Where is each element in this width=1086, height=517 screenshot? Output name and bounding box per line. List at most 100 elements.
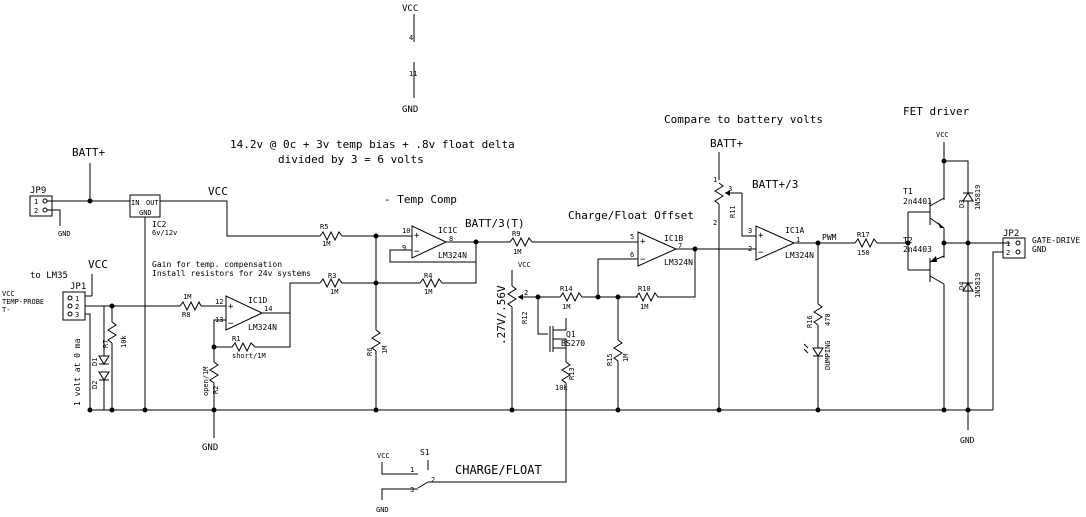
svg-text:−: − (758, 248, 764, 258)
jp9-section: JP9 1 2 GND BATT+ IN OUT GND IC2 6v/12v … (29, 146, 320, 413)
jp9-gnd-label: GND (58, 230, 71, 238)
svg-text:BS270: BS270 (561, 339, 585, 348)
svg-text:D3: D3 (958, 200, 966, 208)
svg-text:IN: IN (131, 199, 139, 207)
notes: 14.2v @ 0c + 3v temp bias + .8v float de… (152, 105, 970, 278)
svg-text:−: − (414, 247, 420, 257)
svg-text:LM324N: LM324N (785, 251, 814, 260)
svg-text:R13: R13 (568, 367, 576, 380)
svg-text:3: 3 (728, 185, 732, 193)
svg-text:IC1B: IC1B (664, 234, 683, 243)
resistor-r6: R6 1M (366, 236, 389, 413)
svg-text:10k: 10k (120, 335, 128, 348)
svg-text:6: 6 (630, 251, 634, 259)
resistors-r5-r3-r4: R5 1M R3 1M R4 1M (319, 223, 477, 296)
svg-text:1M: 1M (183, 293, 191, 301)
svg-text:VCC: VCC (518, 261, 531, 269)
resistor-r14-q1-r13: R14 1M Q1 BS270 R13 10k (428, 285, 638, 483)
svg-text:R14: R14 (560, 285, 573, 293)
svg-text:GND: GND (139, 209, 152, 217)
svg-text:1N5819: 1N5819 (974, 185, 982, 210)
charge-float-label: CHARGE/FLOAT (455, 463, 542, 477)
svg-text:OUT: OUT (146, 199, 159, 207)
opamp-ic1b: + − 5 6 7 IC1B LM324N R10 1M (597, 231, 756, 311)
jp9-connector (29, 195, 53, 217)
note-line1: 14.2v @ 0c + 3v temp bias + .8v float de… (230, 138, 515, 151)
svg-text:1M: 1M (381, 346, 389, 354)
svg-text:2n4401: 2n4401 (903, 197, 932, 206)
svg-text:.27V/.56V: .27V/.56V (495, 285, 508, 345)
switch-s1: VCC 1 S1 2 CHARGE/FLOAT 3 GND (376, 448, 542, 514)
svg-text:1M: 1M (622, 354, 630, 362)
svg-text:LM324N: LM324N (438, 251, 467, 260)
note-one-volt: 1 volt at 0 ma (73, 338, 82, 406)
svg-text:1: 1 (75, 295, 79, 303)
pot-r12: VCC 2 R12 .27V/.56V (495, 261, 541, 413)
jp1-connector (62, 291, 86, 321)
svg-text:−: − (228, 319, 234, 329)
resistor-r9: R9 1M (509, 230, 638, 256)
svg-text:R10: R10 (638, 285, 651, 293)
svg-text:R4: R4 (424, 272, 432, 280)
svg-text:1M: 1M (513, 248, 521, 256)
svg-text:10: 10 (402, 227, 410, 235)
svg-text:R7: R7 (102, 340, 110, 348)
opamp-power-pins: VCC 4 11 GND (402, 4, 418, 115)
ic2-spec: 6v/12v (152, 229, 177, 237)
svg-text:short/1M: short/1M (232, 352, 266, 360)
svg-text:R16: R16 (806, 315, 814, 328)
svg-text:470: 470 (824, 313, 832, 326)
svg-text:S1: S1 (420, 448, 430, 457)
svg-text:2: 2 (1006, 249, 1010, 257)
batt3-label: BATT+/3 (752, 178, 798, 191)
note-line2: divided by 3 = 6 volts (278, 153, 424, 166)
svg-text:R5: R5 (320, 223, 328, 231)
svg-text:2: 2 (431, 476, 435, 484)
svg-text:R6: R6 (366, 348, 374, 356)
svg-text:+: + (758, 231, 764, 241)
svg-text:1M: 1M (424, 288, 432, 296)
pot-r11: BATT+ 1 2 R11 3 BATT+/3 (710, 137, 798, 413)
svg-text:1: 1 (796, 236, 800, 244)
svg-text:2: 2 (75, 303, 79, 311)
svg-text:10k: 10k (555, 384, 568, 392)
svg-text:TEMP-PROBE: TEMP-PROBE (2, 298, 44, 306)
jp1-label: JP1 (70, 282, 86, 292)
svg-text:R9: R9 (512, 230, 520, 238)
resistor-r7: R7 10k (102, 306, 128, 413)
gnd-label-right: GND (960, 436, 975, 445)
svg-text:9: 9 (402, 244, 406, 252)
jp2-connector (1002, 237, 1026, 259)
svg-text:VCC: VCC (377, 452, 390, 460)
opamp-ic1a: + − 3 2 1 IC1A LM324N PWM (748, 225, 855, 261)
diodes-d1-d2: D1 D2 1 volt at 0 ma (73, 306, 110, 410)
vcc-label-jp1: VCC (88, 258, 108, 271)
svg-text:+: + (228, 302, 234, 312)
note-temp-comp: - Temp Comp (384, 193, 457, 206)
diodes-d3-d4: D3 1N5819 D4 1N5819 GND (944, 160, 982, 445)
note-fet-driver: FET driver (903, 105, 970, 118)
svg-text:D1: D1 (91, 358, 99, 366)
gate-drive-label: GATE-DRIVE (1032, 236, 1080, 245)
svg-text:1M: 1M (330, 288, 338, 296)
note-gain2: Install resistors for 24v systems (152, 269, 311, 278)
resistor-r16-led: R16 470 DUMPING (803, 243, 832, 413)
svg-text:VCC: VCC (2, 290, 15, 298)
svg-text:R12: R12 (521, 311, 529, 324)
jp2-gnd-label: GND (1032, 245, 1047, 254)
svg-text:IC1C: IC1C (438, 226, 457, 235)
opamp-ic1c: + − 10 9 8 IC1C LM324N BATT/3(T) (389, 217, 525, 263)
svg-text:VCC: VCC (936, 131, 949, 139)
svg-text:R8: R8 (182, 311, 190, 319)
svg-text:2: 2 (748, 245, 752, 253)
svg-text:150: 150 (857, 249, 870, 257)
svg-text:GND: GND (376, 506, 389, 514)
svg-text:R15: R15 (606, 353, 614, 366)
svg-text:open/1M: open/1M (202, 366, 210, 396)
svg-text:3: 3 (748, 227, 752, 235)
svg-text:1M: 1M (322, 240, 330, 248)
note-charge-float-offset: Charge/Float Offset (568, 209, 694, 222)
svg-text:3: 3 (410, 486, 414, 494)
svg-text:Q1: Q1 (566, 330, 576, 339)
note-compare: Compare to battery volts (664, 113, 823, 126)
